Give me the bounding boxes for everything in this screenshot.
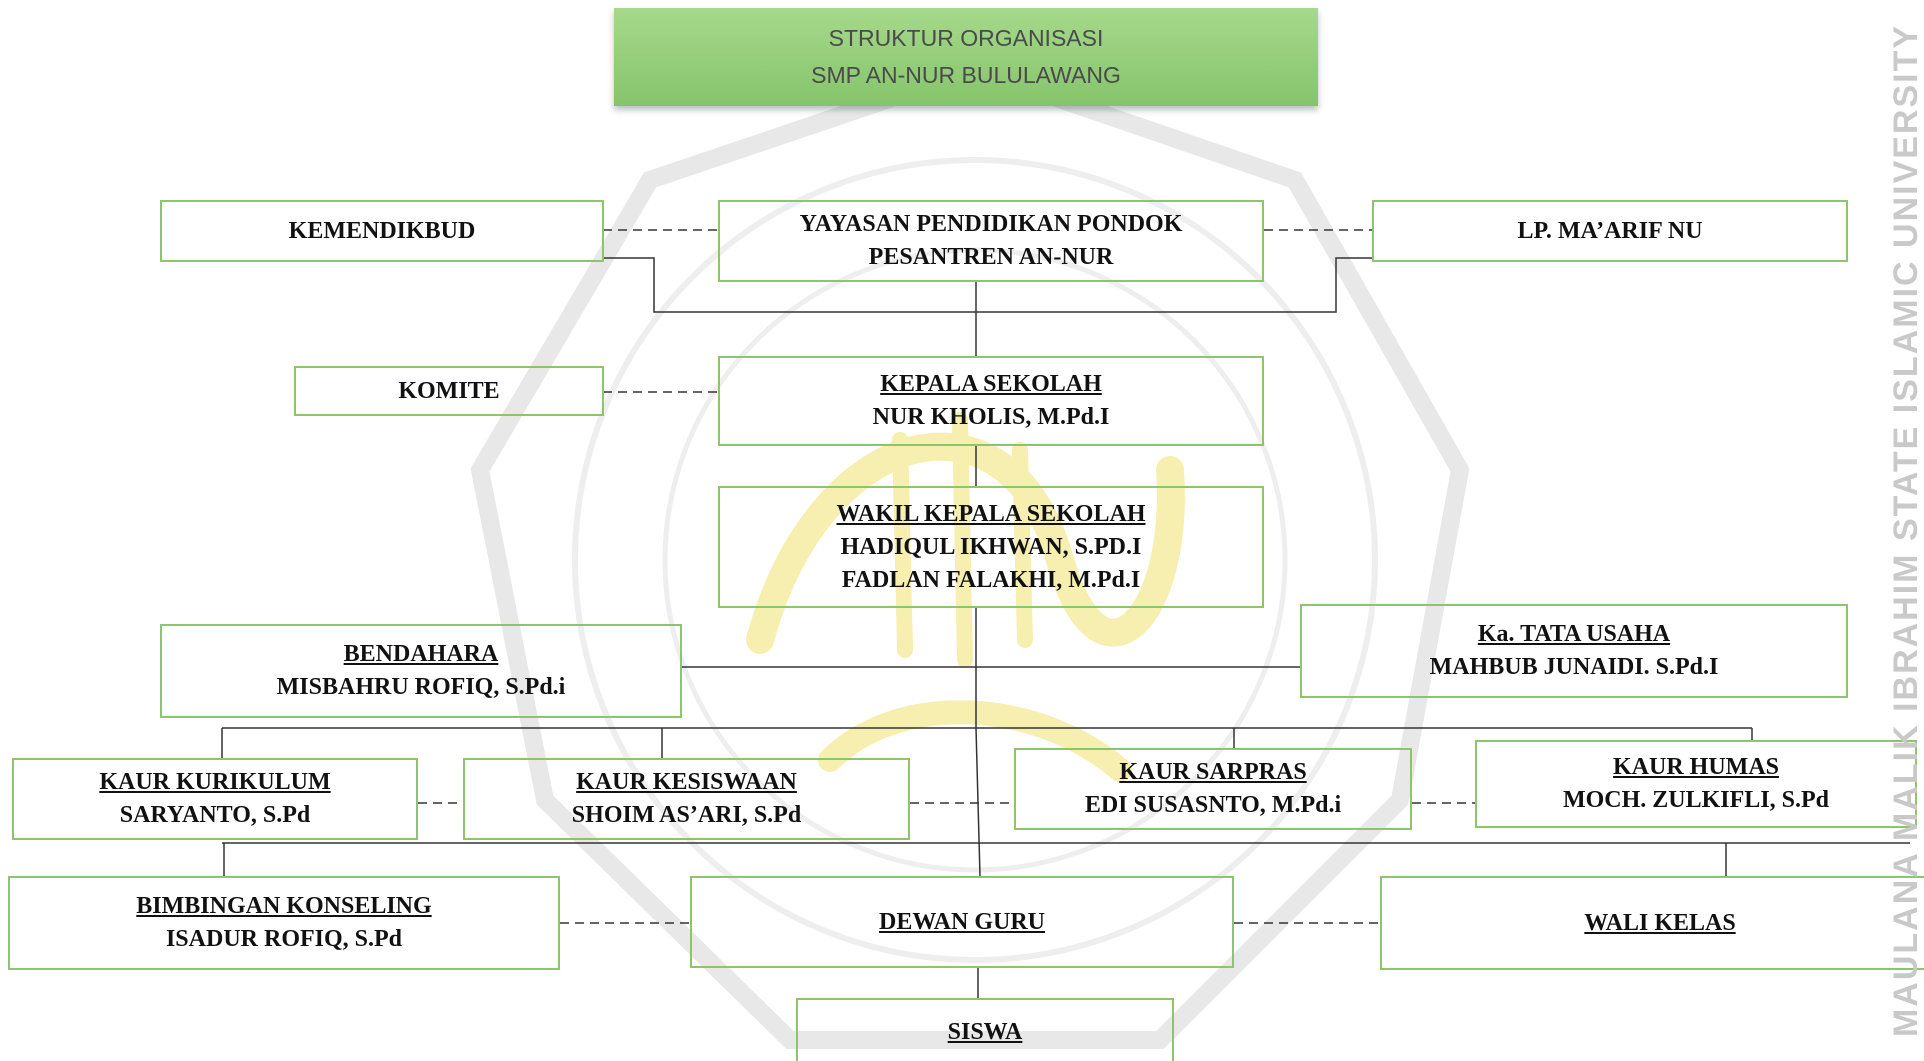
node-dewan-guru-label: DEWAN GURU: [878, 908, 1045, 935]
node-lp-maarif-label: LP. MA’ARIF NU: [1517, 217, 1703, 244]
node-kepala-sekolah: KEPALA SEKOLAH NUR KHOLIS, M.Pd.I: [718, 356, 1264, 446]
watermark-side-text: MAULANA MALIK IBRAHIM STATE ISLAMIC UNIV…: [1887, 0, 1924, 1061]
node-kepala-name: NUR KHOLIS, M.Pd.I: [872, 404, 1110, 430]
node-siswa: SISWA: [796, 998, 1174, 1061]
node-kaur-kurikulum: KAUR KURIKULUM SARYANTO, S.Pd: [12, 758, 418, 840]
node-sarpras-title: KAUR SARPRAS: [1119, 759, 1307, 785]
node-wakil-name2: FADLAN FALAKHI, M.Pd.I: [841, 566, 1141, 593]
node-wali-kelas: WALI KELAS: [1380, 876, 1924, 970]
node-kemendikbud: KEMENDIKBUD: [160, 200, 604, 262]
node-lp-maarif: LP. MA’ARIF NU: [1372, 200, 1848, 262]
node-humas-name: MOCH. ZULKIFLI, S.Pd: [1562, 787, 1830, 813]
node-wali-kelas-label: WALI KELAS: [1584, 909, 1736, 936]
node-humas-title: KAUR HUMAS: [1613, 754, 1779, 780]
node-komite-label: KOMITE: [398, 377, 500, 404]
node-tata-usaha-name: MAHBUB JUNAIDI. S.Pd.I: [1429, 654, 1719, 680]
node-wakil-name1: HADIQUL IKHWAN, S.PD.I: [840, 533, 1142, 560]
node-bk-name: ISADUR ROFIQ, S.Pd: [165, 926, 403, 952]
node-tata-usaha-title: Ka. TATA USAHA: [1477, 621, 1671, 647]
node-yayasan-line1: YAYASAN PENDIDIKAN PONDOK: [799, 211, 1183, 237]
node-yayasan-line2: PESANTREN AN-NUR: [868, 244, 1114, 270]
node-dewan-guru: DEWAN GURU: [690, 876, 1234, 968]
node-kaur-kesiswaan: KAUR KESISWAAN SHOIM AS’ARI, S.Pd: [463, 758, 910, 840]
node-kemendikbud-label: KEMENDIKBUD: [288, 217, 476, 244]
node-kesiswaan-title: KAUR KESISWAAN: [576, 769, 797, 795]
node-komite: KOMITE: [294, 366, 604, 416]
node-kaur-sarpras: KAUR SARPRAS EDI SUSASNTO, M.Pd.i: [1014, 748, 1412, 830]
node-bimbingan-konseling: BIMBINGAN KONSELING ISADUR ROFIQ, S.Pd: [8, 876, 560, 970]
node-bendahara: BENDAHARA MISBAHRU ROFIQ, S.Pd.i: [160, 624, 682, 718]
chart-title-banner: STRUKTUR ORGANISASI SMP AN-NUR BULULAWAN…: [614, 8, 1318, 106]
node-siswa-label: SISWA: [947, 1019, 1023, 1045]
node-bendahara-name: MISBAHRU ROFIQ, S.Pd.i: [276, 674, 566, 700]
node-wakil-kepala: WAKIL KEPALA SEKOLAH HADIQUL IKHWAN, S.P…: [718, 486, 1264, 608]
watermark-side-label: MAULANA MALIK IBRAHIM STATE ISLAMIC UNIV…: [1887, 23, 1924, 1038]
node-kesiswaan-name: SHOIM AS’ARI, S.Pd: [571, 802, 802, 828]
node-kurikulum-title: KAUR KURIKULUM: [99, 769, 331, 795]
chart-title-line2: SMP AN-NUR BULULAWANG: [811, 62, 1121, 88]
node-yayasan: YAYASAN PENDIDIKAN PONDOK PESANTREN AN-N…: [718, 200, 1264, 282]
node-kepala-title: KEPALA SEKOLAH: [880, 371, 1102, 397]
node-kurikulum-name: SARYANTO, S.Pd: [119, 802, 311, 828]
node-bendahara-title: BENDAHARA: [343, 641, 499, 667]
node-kaur-humas: KAUR HUMAS MOCH. ZULKIFLI, S.Pd: [1475, 740, 1917, 828]
node-bk-title: BIMBINGAN KONSELING: [136, 893, 432, 919]
chart-title-line1: STRUKTUR ORGANISASI: [828, 25, 1104, 51]
node-tata-usaha: Ka. TATA USAHA MAHBUB JUNAIDI. S.Pd.I: [1300, 604, 1848, 698]
node-wakil-title: WAKIL KEPALA SEKOLAH: [836, 500, 1146, 527]
node-sarpras-name: EDI SUSASNTO, M.Pd.i: [1084, 792, 1342, 818]
